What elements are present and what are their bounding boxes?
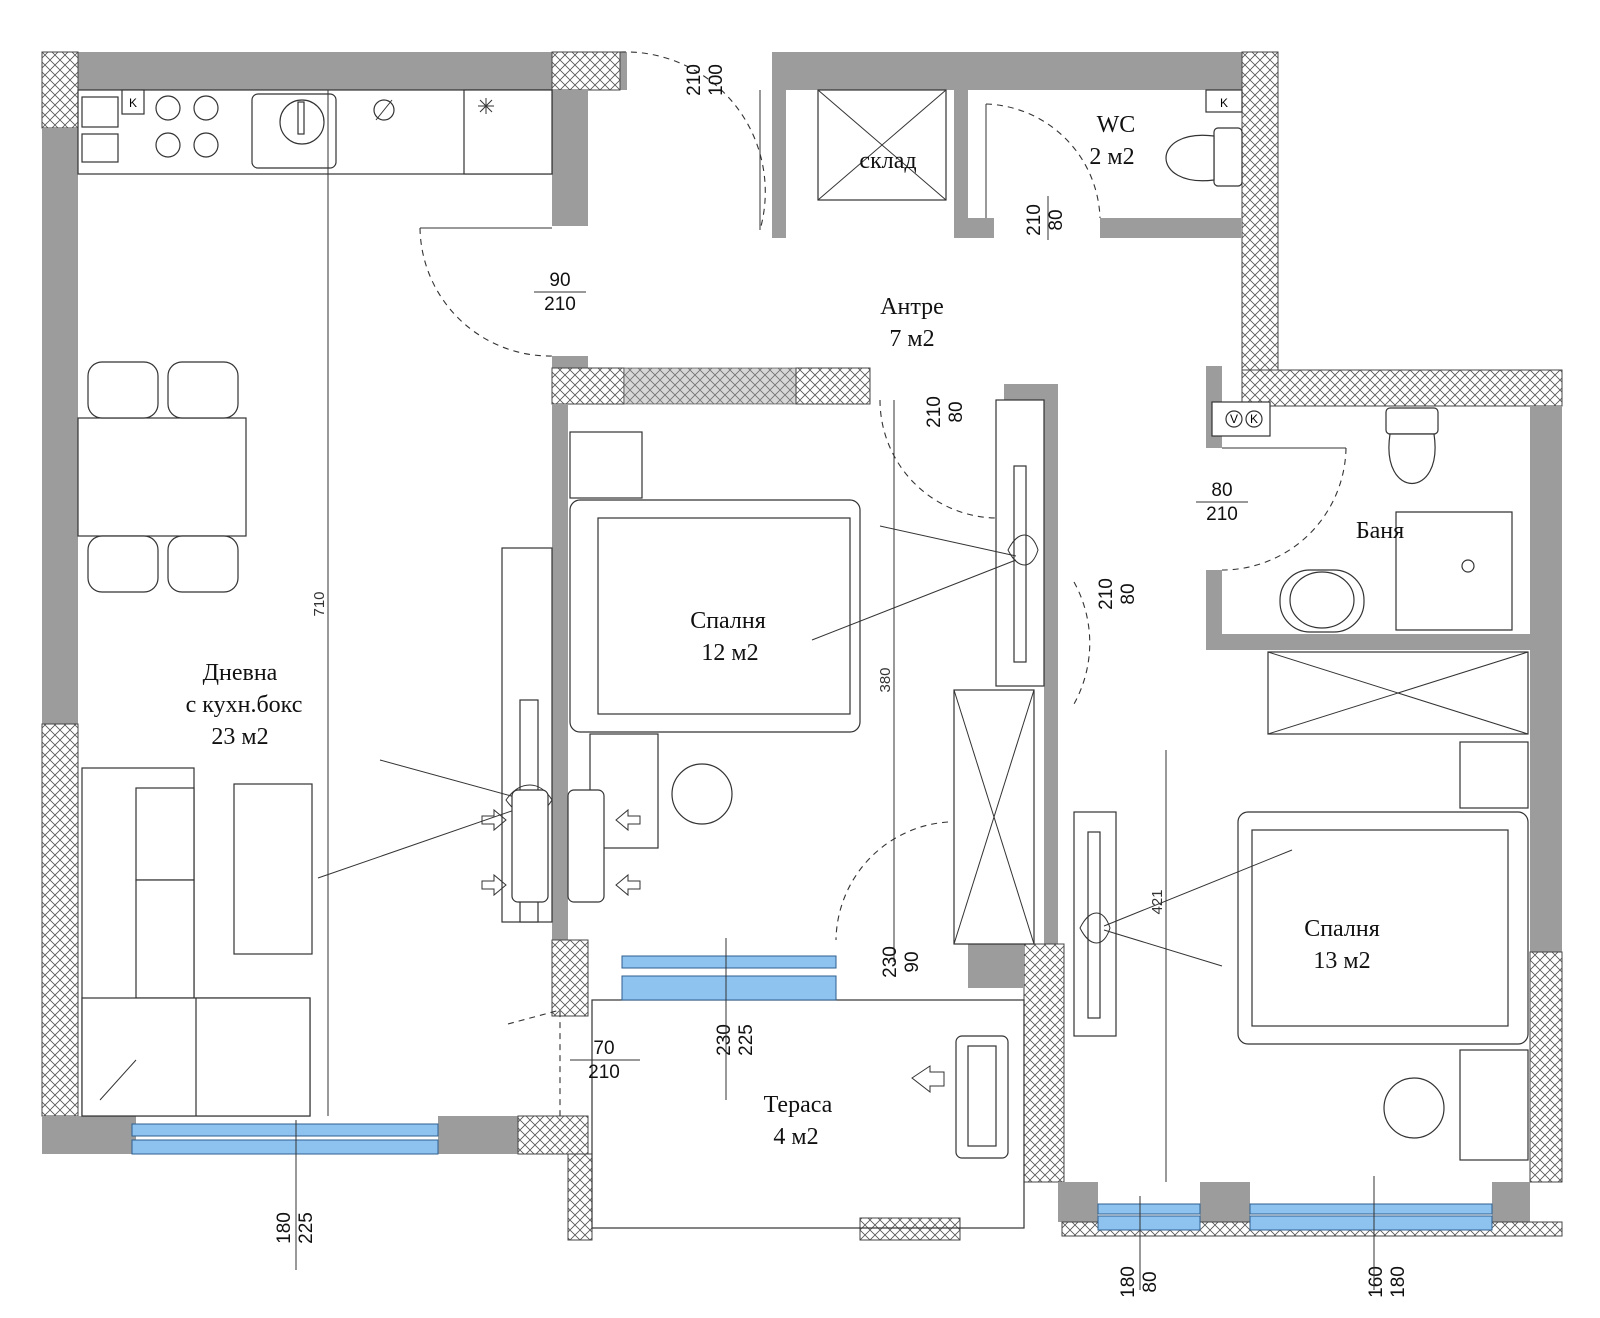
terrace-side-door-dim-a: 70 — [593, 1038, 614, 1059]
wc-area: 2 м2 — [1089, 144, 1134, 170]
bedroom1-door-dim-a: 210 — [924, 396, 945, 428]
living-room-sub: с кухн.бокс — [186, 692, 303, 718]
bedroom1-area: 12 м2 — [701, 640, 758, 666]
living-window-dim-b: 225 — [296, 1212, 317, 1244]
wc-boiler-k: K — [1220, 96, 1228, 110]
room-labels: Дневна с кухн.бокс 23 м2 Антре 7 м2 WC 2… — [186, 112, 1405, 1150]
bath-boiler-k: K — [1250, 412, 1258, 426]
sofa — [81, 767, 311, 1117]
bedroom2-depth: 421 — [1149, 889, 1166, 914]
bath-door-dim-b: 210 — [1206, 504, 1238, 525]
bedroom2-window-left-dim-a: 180 — [1118, 1266, 1139, 1298]
dimension-labels: 210 100 210 80 90 210 210 80 80 210 210 … — [274, 64, 1409, 1298]
bath-boiler-v: V — [1230, 412, 1238, 426]
terrace-name: Тераса — [764, 1092, 833, 1118]
entry-door-dim-a: 210 — [684, 64, 705, 96]
kitchen-counter: K — [77, 89, 553, 175]
door-swings — [419, 51, 1347, 1116]
wc-name: WC — [1097, 112, 1136, 138]
bedroom2-window-left-dim-b: 80 — [1140, 1271, 1161, 1292]
terrace-area: 4 м2 — [773, 1124, 818, 1150]
bath-name: Баня — [1356, 518, 1404, 544]
terrace-door-dim-b: 90 — [902, 951, 923, 972]
bath-fixtures: V K — [1211, 401, 1513, 633]
bedroom1-furniture — [481, 431, 861, 903]
dining-set — [77, 361, 247, 593]
wardrobe-bedroom1 — [811, 399, 1045, 945]
wc-door-dim-a: 210 — [1024, 204, 1045, 236]
bedroom2-area: 13 м2 — [1313, 948, 1370, 974]
storage-box — [817, 89, 947, 201]
terrace-door-dim-a: 230 — [880, 946, 901, 978]
bedroom2-door-dim-b: 80 — [1118, 583, 1139, 604]
bath-door-dim-a: 80 — [1211, 480, 1232, 501]
terrace-window-dim-b: 225 — [736, 1024, 757, 1056]
terrace-side-door-dim-b: 210 — [588, 1062, 620, 1083]
entry-door-dim-b: 100 — [706, 64, 727, 96]
bedroom2-door-dim-a: 210 — [1096, 578, 1117, 610]
bedroom1-depth: 380 — [877, 667, 894, 692]
hall-area: 7 м2 — [889, 326, 934, 352]
bedroom2-name: Спалня — [1304, 916, 1380, 942]
windows — [131, 955, 1493, 1231]
hall-name: Антре — [880, 294, 944, 320]
wardrobe-bedroom2 — [1267, 651, 1529, 735]
living-room-name: Дневна — [203, 660, 278, 686]
boiler-k-label: K — [129, 96, 137, 110]
bedroom2-furniture — [1073, 741, 1529, 1161]
coffee-table — [233, 783, 313, 955]
bedroom2-window-right-dim-b: 180 — [1388, 1266, 1409, 1298]
bedroom1-name: Спалня — [690, 608, 766, 634]
living-door-dim-b: 210 — [544, 294, 576, 315]
wc-fixtures: K — [1165, 89, 1243, 187]
bedroom2-window-right-dim-a: 160 — [1366, 1266, 1387, 1298]
living-room-area: 23 м2 — [211, 724, 268, 750]
living-window-dim-a: 180 — [274, 1212, 295, 1244]
terrace-window-dim-a: 230 — [714, 1024, 735, 1056]
terrace-furniture — [591, 999, 1025, 1229]
living-door-dim-a: 90 — [549, 270, 570, 291]
walls — [41, 51, 1563, 1241]
living-depth: 710 — [311, 591, 328, 616]
bedroom1-door-dim-b: 80 — [946, 401, 967, 422]
storage-name: склад — [859, 148, 916, 174]
wc-door-dim-b: 80 — [1046, 209, 1067, 230]
